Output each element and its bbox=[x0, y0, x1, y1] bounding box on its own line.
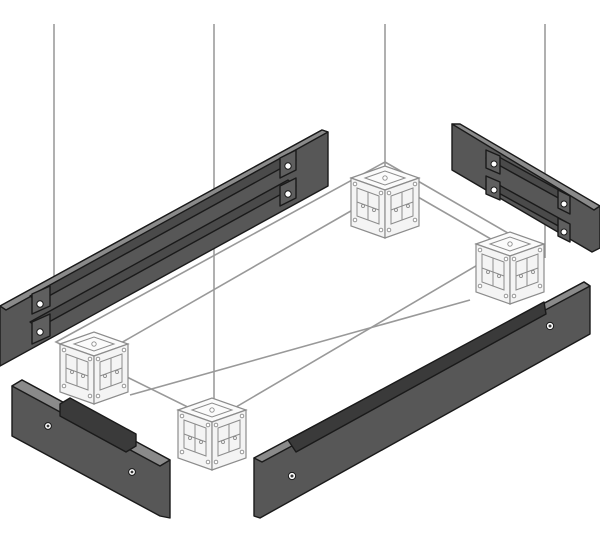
bolt-hole bbox=[284, 190, 292, 198]
bolt-hole bbox=[284, 162, 292, 170]
bolt-hole bbox=[490, 186, 498, 194]
bolt-hole bbox=[36, 328, 44, 336]
corner-piece-back bbox=[350, 165, 420, 239]
bolt-hole bbox=[36, 300, 44, 308]
bolt-hole bbox=[560, 200, 568, 208]
corner-piece-right bbox=[475, 231, 545, 305]
corner-piece-left bbox=[59, 331, 129, 405]
bolt-hole bbox=[490, 160, 498, 168]
plinth-panel-back-left bbox=[0, 129, 329, 367]
plinth-panel-front-left bbox=[11, 379, 171, 519]
plinth-panel-front-right bbox=[253, 281, 591, 519]
bolt-hole bbox=[560, 228, 568, 236]
plinth-panel-back-right bbox=[451, 123, 600, 253]
corner-piece-front bbox=[177, 397, 247, 471]
